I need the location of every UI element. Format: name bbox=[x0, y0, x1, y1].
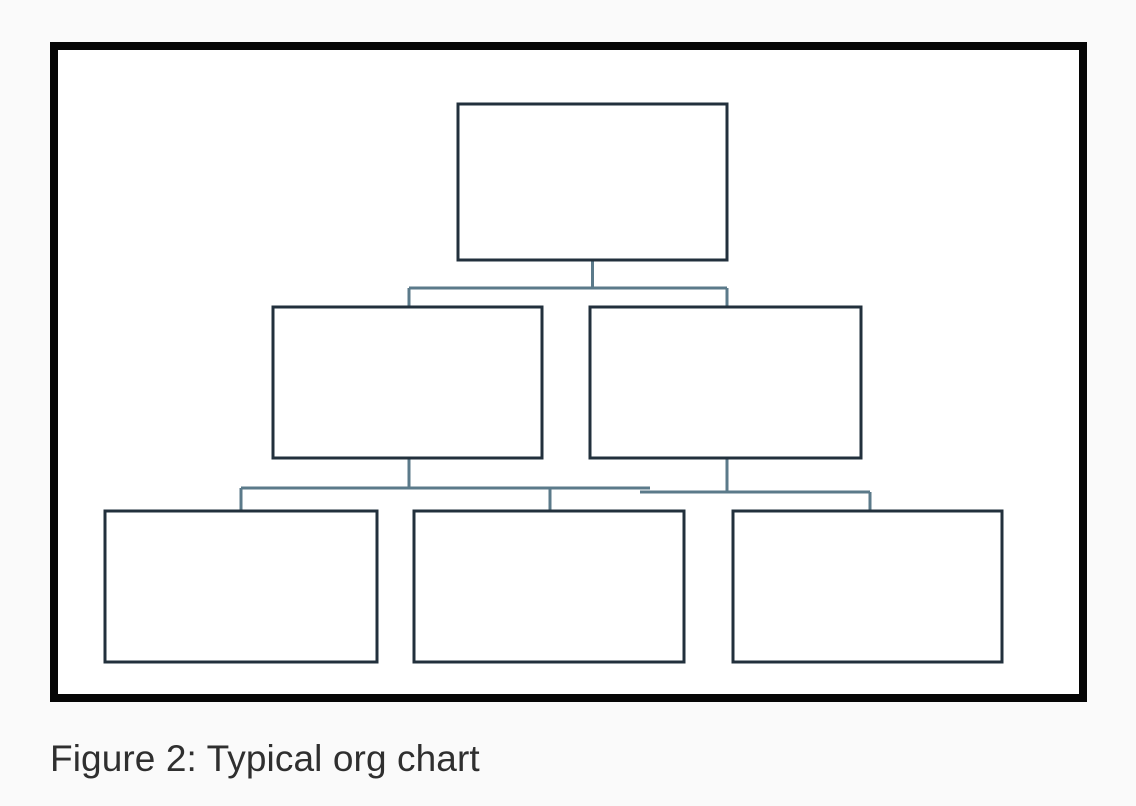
org-node-staff-left[interactable] bbox=[103, 509, 379, 664]
org-node-manager-left[interactable] bbox=[271, 305, 544, 460]
org-node-staff-middle[interactable] bbox=[412, 509, 686, 664]
figure-caption: Figure 2: Typical org chart bbox=[50, 738, 480, 779]
org-node-staff-right[interactable] bbox=[731, 509, 1004, 664]
node-layer bbox=[103, 102, 1004, 664]
org-node-root[interactable] bbox=[456, 102, 729, 262]
org-node-manager-right[interactable] bbox=[588, 305, 863, 460]
